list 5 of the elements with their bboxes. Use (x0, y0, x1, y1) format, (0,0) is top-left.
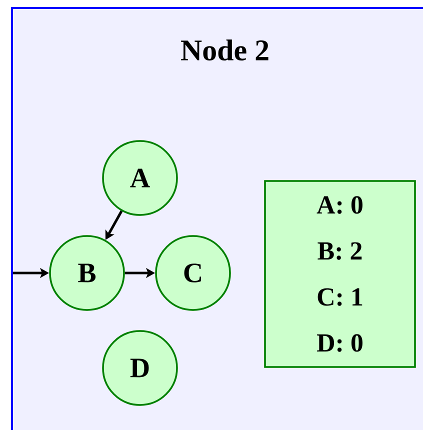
circle-node: B (49, 235, 125, 311)
circle-node: A (102, 140, 178, 216)
circle-node: D (102, 330, 178, 406)
counter-box: A: 0 B: 2 C: 1 D: 0 (264, 180, 416, 368)
circle-node: C (155, 235, 231, 311)
